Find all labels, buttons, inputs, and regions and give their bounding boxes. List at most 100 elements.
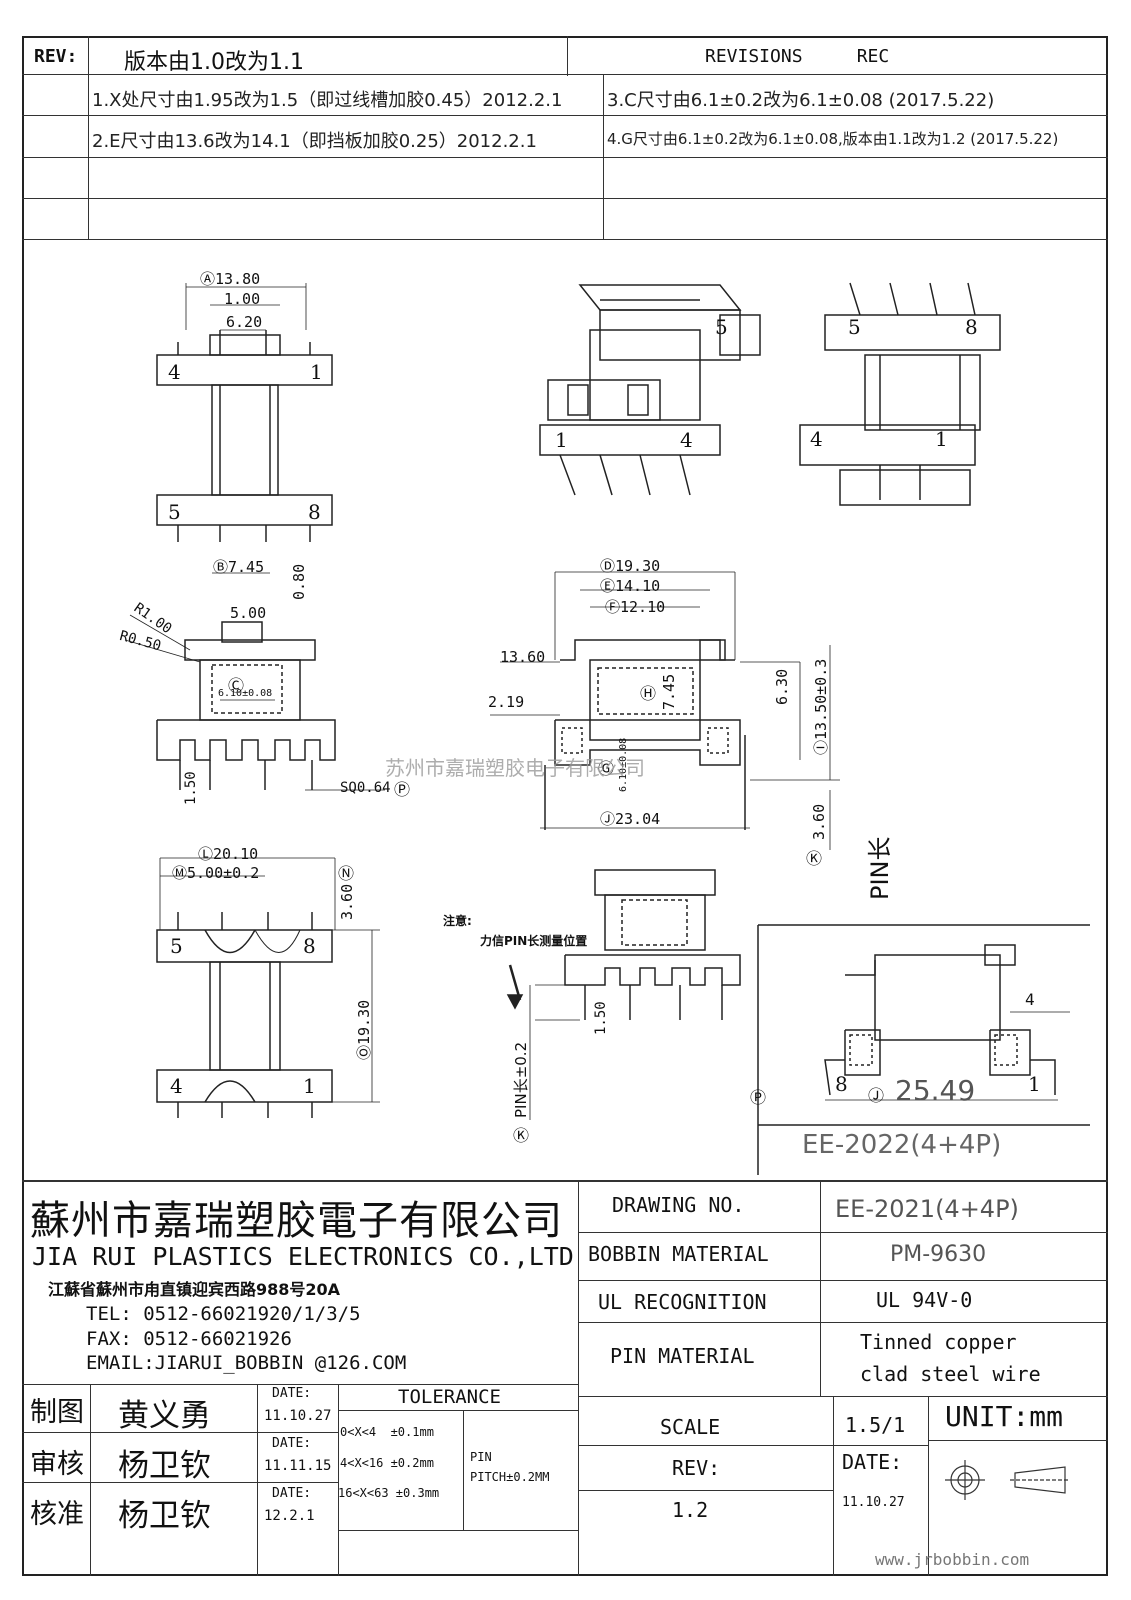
role-approver: 核准 xyxy=(30,1499,84,1530)
dim-k2: Ⓚ xyxy=(513,1126,530,1145)
note-view xyxy=(506,869,741,1120)
unit: UNIT:mm xyxy=(945,1400,1064,1433)
dim-2549: 25.49 xyxy=(895,1074,976,1107)
model-ee2022: EE-2022(4+4P) xyxy=(802,1130,1002,1160)
watermark: 苏州市嘉瑞塑胶电子有限公司 xyxy=(385,756,645,780)
bottom-pin-4: 4 xyxy=(170,1074,183,1098)
bobbin-material-label: BOBBIN MATERIAL xyxy=(588,1242,769,1266)
iso-view-2 xyxy=(799,282,1001,506)
pin-length-tolerance: PIN长±0.2 xyxy=(512,1041,530,1118)
company-name-en: JIA RUI PLASTICS ELECTRONICS CO.,LTD xyxy=(32,1242,574,1271)
dim-o: Ⓞ19.30 xyxy=(355,999,373,1060)
dim-p: Ⓟ xyxy=(394,780,411,799)
date-approver: 12.2.1 xyxy=(264,1508,315,1524)
bobbin-material: PM-9630 xyxy=(890,1242,987,1267)
scale-value: 1.5/1 xyxy=(845,1413,906,1437)
side-view xyxy=(490,571,840,850)
dim-a: Ⓐ13.80 xyxy=(200,270,261,288)
revision-row-3: 3.C尺寸由6.1±0.2改为6.1±0.08 (2017.5.22) xyxy=(607,90,995,111)
iso1-pin-5: 5 xyxy=(715,315,728,339)
dim-sq: SQ0.64 xyxy=(340,780,391,796)
company-tel: TEL: 0512-66021920/1/3/5 xyxy=(86,1303,361,1325)
company-email: EMAIL:JIARUI_BOBBIN @126.COM xyxy=(86,1352,407,1374)
date-checker: 11.11.15 xyxy=(264,1458,332,1474)
ul-recognition-label: UL RECOGNITION xyxy=(598,1290,767,1314)
iso1-pin-4: 4 xyxy=(680,428,693,452)
dim-150b: 1.50 xyxy=(593,1001,609,1035)
revision-row-2: 2.E尺寸由13.6改为14.1（即挡板加胶0.25）2012.2.1 xyxy=(92,131,537,152)
dim-500: 5.00 xyxy=(230,604,267,622)
pin-label-5: 5 xyxy=(168,500,181,524)
name-drafter: 黄义勇 xyxy=(118,1398,211,1434)
drawing-no-label: DRAWING NO. xyxy=(612,1193,745,1217)
revision-row-1: 1.X处尺寸由1.95改为1.5（即过线槽加胶0.45）2012.2.1 xyxy=(92,90,563,111)
iso2-pin-4: 4 xyxy=(810,427,823,451)
tolerance-title: TOLERANCE xyxy=(398,1386,501,1408)
bottom-pin-1: 1 xyxy=(303,1074,316,1098)
dim-i: Ⓘ13.50±0.3 xyxy=(812,658,830,755)
date-label-checker: DATE: xyxy=(272,1436,312,1451)
dim-630: 6.30 xyxy=(773,668,791,705)
dim-p2: Ⓟ xyxy=(750,1088,767,1107)
tolerance-row-1: 0<X<4 ±0.1mm xyxy=(340,1425,434,1439)
revision-row-4: 4.G尺寸由6.1±0.2改为6.1±0.08,版本由1.1改为1.2 (201… xyxy=(607,130,1059,148)
dim-100: 1.00 xyxy=(224,290,261,308)
front-view xyxy=(124,572,385,791)
iso2-pin-5: 5 xyxy=(848,315,861,339)
rev-value: 1.2 xyxy=(672,1498,709,1522)
dim-219: 2.19 xyxy=(488,693,525,711)
scale-label: SCALE xyxy=(660,1415,721,1439)
date-label-drafter: DATE: xyxy=(272,1386,312,1401)
website: www.jrbobbin.com xyxy=(875,1550,1030,1569)
ul-recognition: UL 94V-0 xyxy=(876,1288,973,1312)
company-name-cn: 蘇州市嘉瑞塑胶電子有限公司 xyxy=(30,1198,563,1244)
drawing-frame xyxy=(22,36,1108,1576)
iso-view-1 xyxy=(539,284,761,496)
name-checker: 杨卫钦 xyxy=(118,1448,211,1484)
dim-f: Ⓕ12.10 xyxy=(605,598,666,616)
dim-745: 7.45 xyxy=(660,673,678,710)
tolerance-row-3: 16<X<63 ±0.3mm xyxy=(338,1486,440,1500)
name-approver: 杨卫钦 xyxy=(118,1498,211,1534)
revisions-header: REVISIONS REC xyxy=(705,46,890,67)
pin-label-8: 8 xyxy=(308,500,321,524)
tolerance-row-2: 4<X<16 ±0.2mm xyxy=(340,1456,434,1470)
iso2-pin-8: 8 xyxy=(965,315,978,339)
dim-c-val: 6.10±0.08 xyxy=(218,688,273,699)
dim-l: Ⓛ20.10 xyxy=(198,845,259,863)
iso1-pin-1: 1 xyxy=(555,428,568,452)
bottom-pin-8: 8 xyxy=(303,934,316,958)
pin-material-label: PIN MATERIAL xyxy=(610,1344,755,1368)
dim-k: Ⓚ xyxy=(806,849,823,868)
version-change: 版本由1.0改为1.1 xyxy=(124,50,304,75)
dim-h: Ⓗ xyxy=(640,684,657,703)
dim-620: 6.20 xyxy=(226,313,263,331)
dim-j2: Ⓙ xyxy=(868,1086,885,1105)
bottom-view xyxy=(156,857,380,1118)
rev-label: REV: xyxy=(34,46,78,67)
dim-360: 3.60 xyxy=(810,803,828,840)
dim-360b: 3.60 xyxy=(338,883,356,920)
date-label-approver: DATE: xyxy=(272,1486,312,1501)
company-fax: FAX: 0512-66021926 xyxy=(86,1328,292,1350)
date-label-tb: DATE: xyxy=(842,1450,903,1474)
pin-material-line1: Tinned copper xyxy=(860,1330,1017,1354)
iso2-pin-1: 1 xyxy=(935,427,948,451)
inset-pin-8: 8 xyxy=(835,1072,848,1096)
dim-e: Ⓔ14.10 xyxy=(600,577,661,595)
inset-pin-1: 1 xyxy=(1028,1072,1041,1096)
note-title: 注意: xyxy=(443,914,472,928)
company-address: 江蘇省蘇州市甪直镇迎宾西路988号20A xyxy=(48,1280,341,1299)
bottom-pin-5: 5 xyxy=(170,934,183,958)
role-drafter: 制图 xyxy=(30,1397,84,1428)
dim-g: Ⓖ xyxy=(598,759,615,778)
pin-label-1: 1 xyxy=(310,360,323,384)
date-value-tb: 11.10.27 xyxy=(842,1495,905,1510)
rev-label-tb: REV: xyxy=(672,1456,721,1480)
pin-material-line2: clad steel wire xyxy=(860,1362,1041,1386)
dim-1360: 13.60 xyxy=(500,648,546,666)
dim-j: Ⓙ23.04 xyxy=(600,810,661,828)
dim-150a: 1.50 xyxy=(183,771,199,805)
dim-c: Ⓒ xyxy=(228,676,245,695)
